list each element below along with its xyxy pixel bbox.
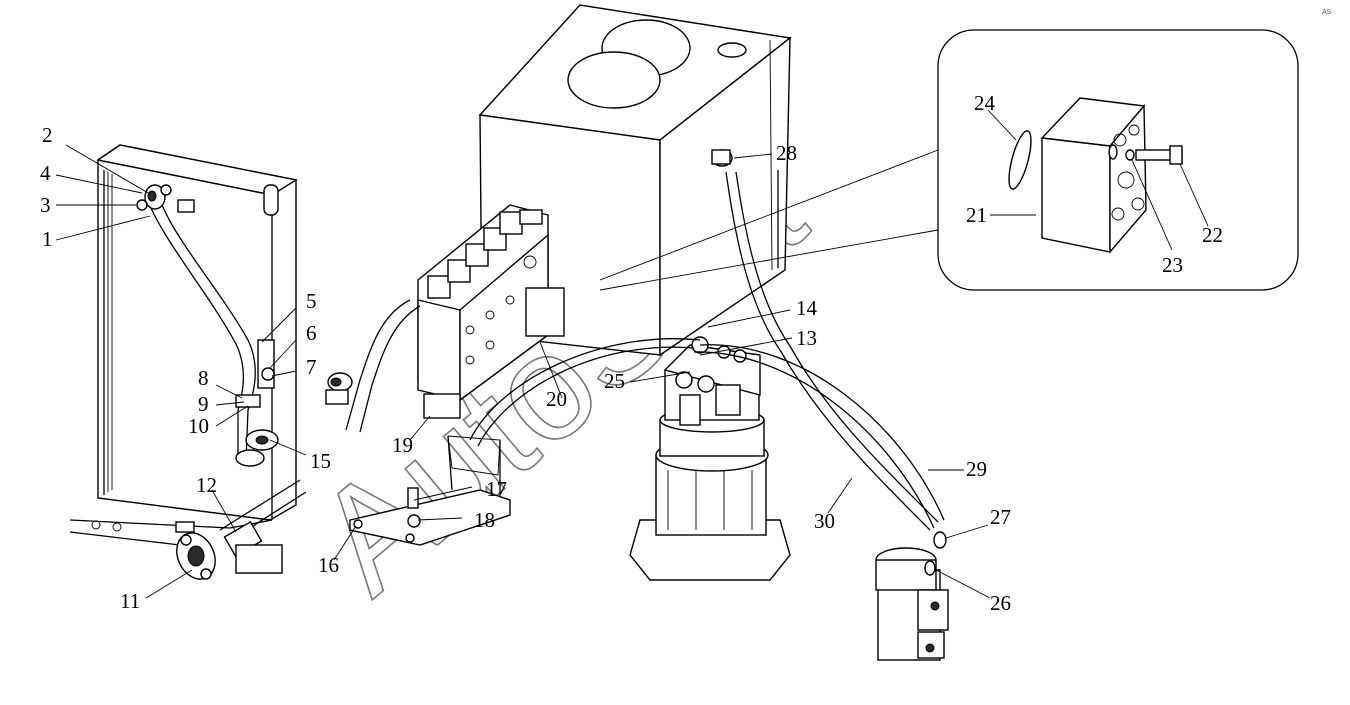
callout-9: 9 bbox=[198, 392, 209, 416]
mount-bracket bbox=[349, 435, 511, 546]
callout-20: 20 bbox=[546, 387, 567, 411]
callout-16: 16 bbox=[318, 553, 339, 577]
corner-mark: AS bbox=[1322, 9, 1332, 16]
callout-13: 13 bbox=[796, 326, 817, 350]
callout-4: 4 bbox=[40, 161, 51, 185]
callout-21: 21 bbox=[966, 203, 987, 227]
detail-inset bbox=[599, 29, 1299, 291]
callout-5: 5 bbox=[306, 289, 317, 313]
callout-11: 11 bbox=[120, 589, 140, 613]
callout-28: 28 bbox=[776, 141, 797, 165]
oil-cooler bbox=[69, 144, 307, 580]
callout-7: 7 bbox=[306, 355, 317, 379]
callout-15: 15 bbox=[310, 449, 331, 473]
hydraulic-tank bbox=[478, 4, 792, 357]
callout-1: 1 bbox=[42, 227, 53, 251]
callout-25: 25 bbox=[604, 369, 625, 393]
callout-6: 6 bbox=[306, 321, 317, 345]
valve-sections bbox=[427, 209, 543, 299]
callout-18: 18 bbox=[474, 508, 495, 532]
swing-motor bbox=[629, 336, 791, 581]
callout-26: 26 bbox=[990, 591, 1011, 615]
leader-lines bbox=[55, 109, 1209, 599]
callout-12: 12 bbox=[196, 473, 217, 497]
center-swivel-joint bbox=[875, 531, 949, 661]
control-valve bbox=[325, 204, 565, 433]
callout-19: 19 bbox=[392, 433, 413, 457]
callout-10: 10 bbox=[188, 414, 209, 438]
callout-27: 27 bbox=[990, 505, 1011, 529]
callout-29: 29 bbox=[966, 457, 987, 481]
callout-2: 2 bbox=[42, 123, 53, 147]
callout-3: 3 bbox=[40, 193, 51, 217]
callout-17: 17 bbox=[486, 477, 507, 501]
callout-24: 24 bbox=[974, 91, 996, 115]
callout-numbers: 2 4 3 1 5 6 7 8 9 10 11 12 13 14 15 16 1… bbox=[40, 91, 1223, 615]
callout-23: 23 bbox=[1162, 253, 1183, 277]
callout-22: 22 bbox=[1202, 223, 1223, 247]
callout-14: 14 bbox=[796, 296, 818, 320]
callout-30: 30 bbox=[814, 509, 835, 533]
callout-8: 8 bbox=[198, 366, 209, 390]
